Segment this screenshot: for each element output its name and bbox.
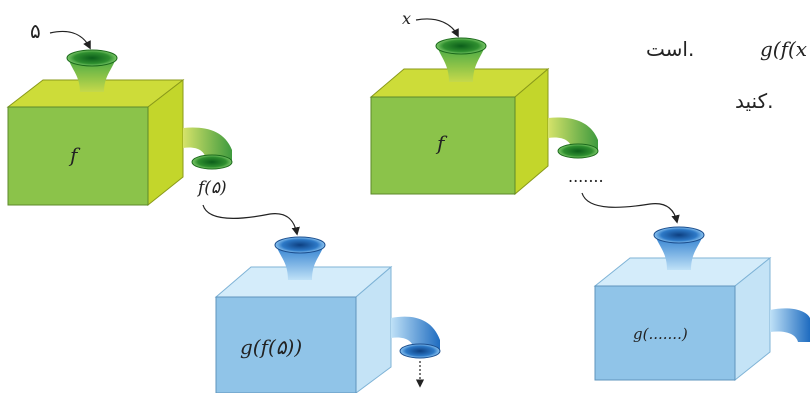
left-input-label: ۵ — [30, 19, 41, 43]
left-g-output-hole — [399, 343, 441, 359]
instruction-line1-formula: g(f(x — [760, 37, 807, 61]
left-g-box-front — [215, 296, 357, 393]
left-g-label: g(f(۵)) — [240, 335, 302, 359]
right-f-input-funnel — [437, 46, 485, 82]
left-g-machine: g(f(۵)) — [214, 236, 441, 393]
left-f-output-hole — [191, 154, 233, 170]
right-g-machine: g(.......) — [593, 226, 810, 382]
left-g-input-funnel — [276, 245, 324, 280]
left-g-output-pipe — [391, 316, 440, 350]
left-f-output-pipe — [183, 127, 232, 160]
right-transfer-arrow — [581, 192, 680, 224]
right-g-output-pipe — [770, 308, 810, 342]
right-f-box-front — [370, 96, 516, 195]
left-f-machine: f ۵ f(۵) — [6, 19, 300, 236]
left-output-label: f(۵) — [196, 178, 227, 198]
left-f-input-funnel — [68, 58, 116, 92]
left-f-input-hole — [66, 49, 118, 67]
right-g-input-hole — [653, 226, 705, 244]
right-g-label: g(.......) — [633, 325, 688, 343]
left-input-arrow — [49, 30, 91, 50]
right-input-arrow — [415, 18, 459, 38]
left-transfer-arrow — [202, 204, 300, 236]
right-f-input-hole — [435, 37, 487, 55]
instruction-text: است. g(f(x کنید. — [646, 37, 807, 113]
right-output-blank: ....... — [568, 167, 604, 186]
instruction-line1-suffix: است. — [646, 37, 694, 61]
right-g-box-front — [594, 285, 736, 381]
instruction-line2: کنید. — [735, 89, 773, 113]
left-g-input-hole — [274, 236, 326, 254]
right-input-label: x — [402, 9, 411, 28]
right-f-output-pipe — [548, 117, 598, 150]
right-f-output-hole — [557, 143, 599, 159]
right-f-machine: f x ....... — [369, 9, 680, 224]
right-g-input-funnel — [655, 235, 703, 270]
left-f-box-front — [7, 106, 149, 206]
